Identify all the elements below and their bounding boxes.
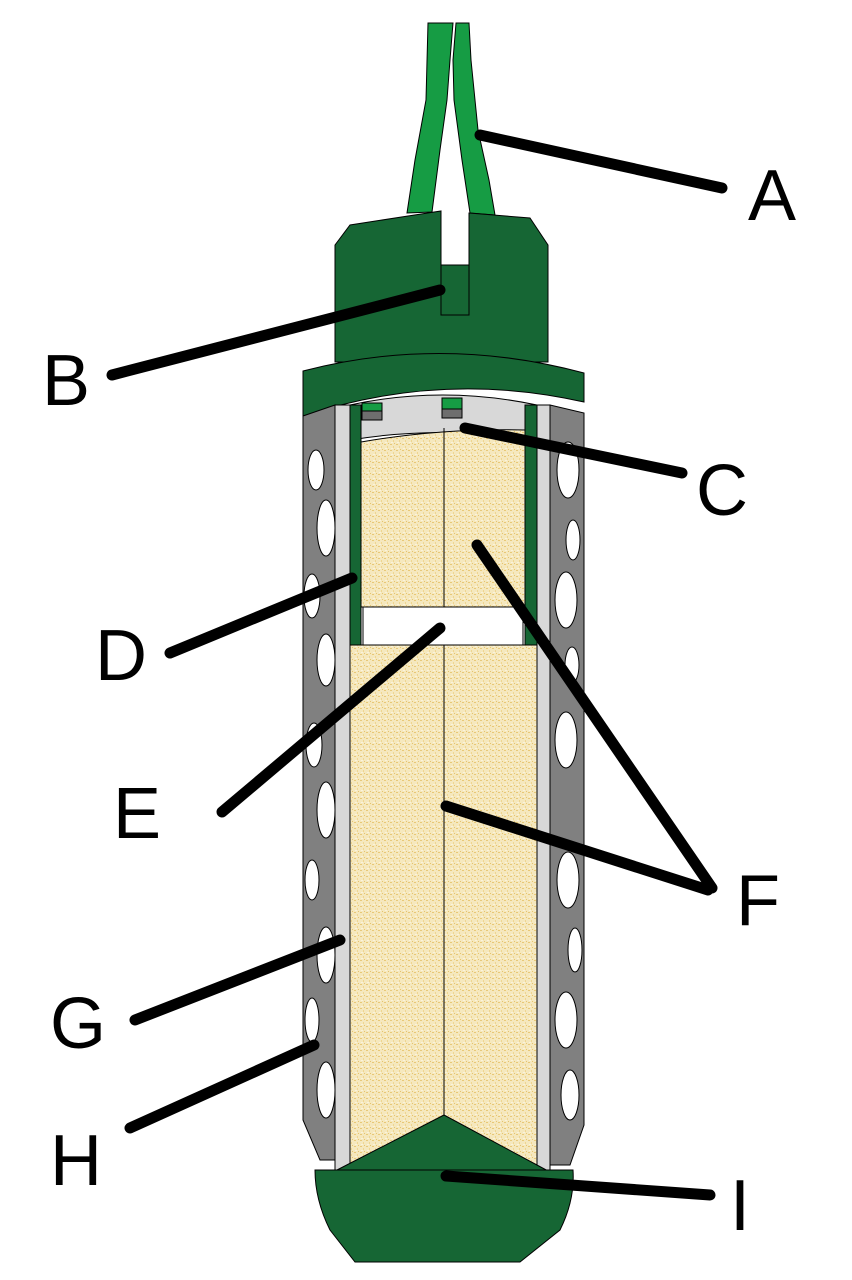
- labels: A B C D E F G H I: [42, 156, 796, 1246]
- leader-f1: [471, 539, 718, 894]
- contacts: [361, 397, 463, 421]
- bottom-cap: [314, 1114, 574, 1263]
- leader-g: [129, 934, 346, 1026]
- label-g: G: [50, 984, 106, 1064]
- leader-d: [164, 572, 358, 659]
- leader-h: [124, 1039, 320, 1134]
- cable-wires: [406, 22, 496, 216]
- label-d: D: [95, 616, 147, 696]
- leader-lines: [106, 129, 728, 1201]
- cap-top: [302, 210, 585, 417]
- label-b: B: [42, 341, 90, 421]
- label-i: I: [730, 1166, 750, 1246]
- leader-i: [440, 1170, 716, 1201]
- label-f: F: [736, 861, 780, 941]
- label-e: E: [113, 774, 161, 854]
- label-h: H: [50, 1121, 102, 1201]
- leader-e: [216, 622, 446, 818]
- label-a: A: [748, 156, 796, 236]
- leader-f2: [440, 800, 714, 896]
- label-c: C: [696, 451, 748, 531]
- leader-b: [106, 284, 446, 381]
- leader-c: [459, 422, 688, 479]
- leader-a: [474, 129, 728, 194]
